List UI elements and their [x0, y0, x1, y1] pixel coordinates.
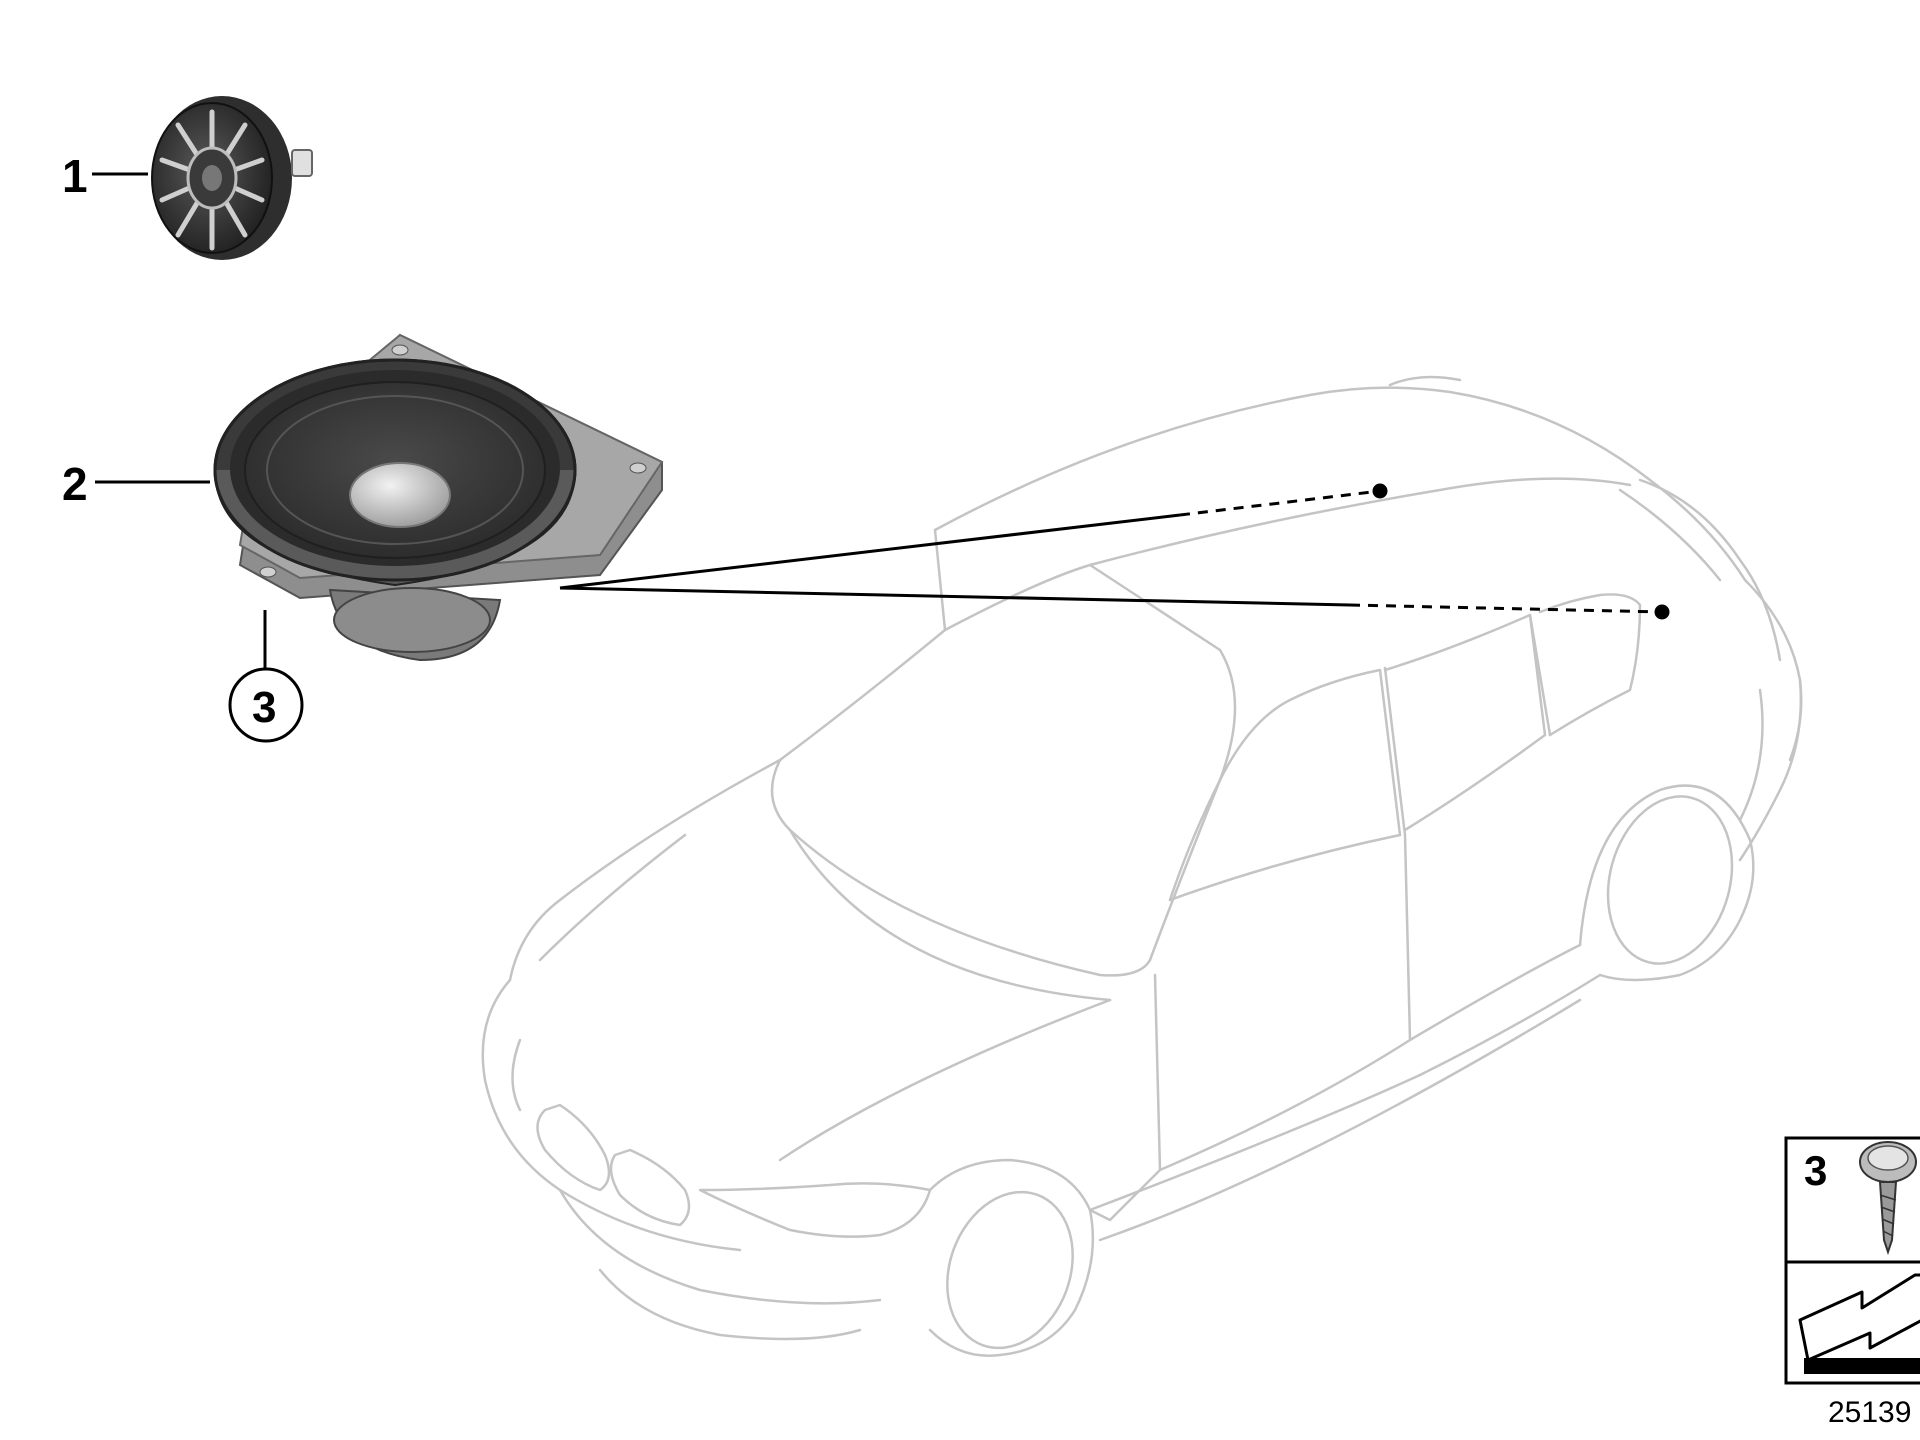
speaker-image: [213, 333, 664, 662]
callout-3: 3: [252, 683, 276, 732]
screw-icon: [1859, 1141, 1917, 1256]
diagram-reference-number: 25139: [1828, 1396, 1911, 1429]
callout-3-circle: [228, 667, 304, 743]
callout-2: 2: [62, 458, 88, 510]
tweeter-image: [151, 96, 313, 260]
callout-1: 1: [62, 150, 88, 202]
mounting-arrow-icon: [1798, 1273, 1920, 1374]
hardware-box-label: 3: [1804, 1147, 1827, 1194]
leader-lines: [559, 483, 1670, 620]
leader-line-front: [559, 513, 1181, 590]
location-dot-front: [1372, 483, 1388, 499]
leader-line-rear: [559, 586, 1351, 607]
leader-line-front-dashed: [1179, 489, 1381, 517]
leader-line-rear-dashed: [1349, 603, 1663, 614]
car-outline: [481, 375, 1803, 1357]
location-dot-rear: [1654, 604, 1670, 620]
